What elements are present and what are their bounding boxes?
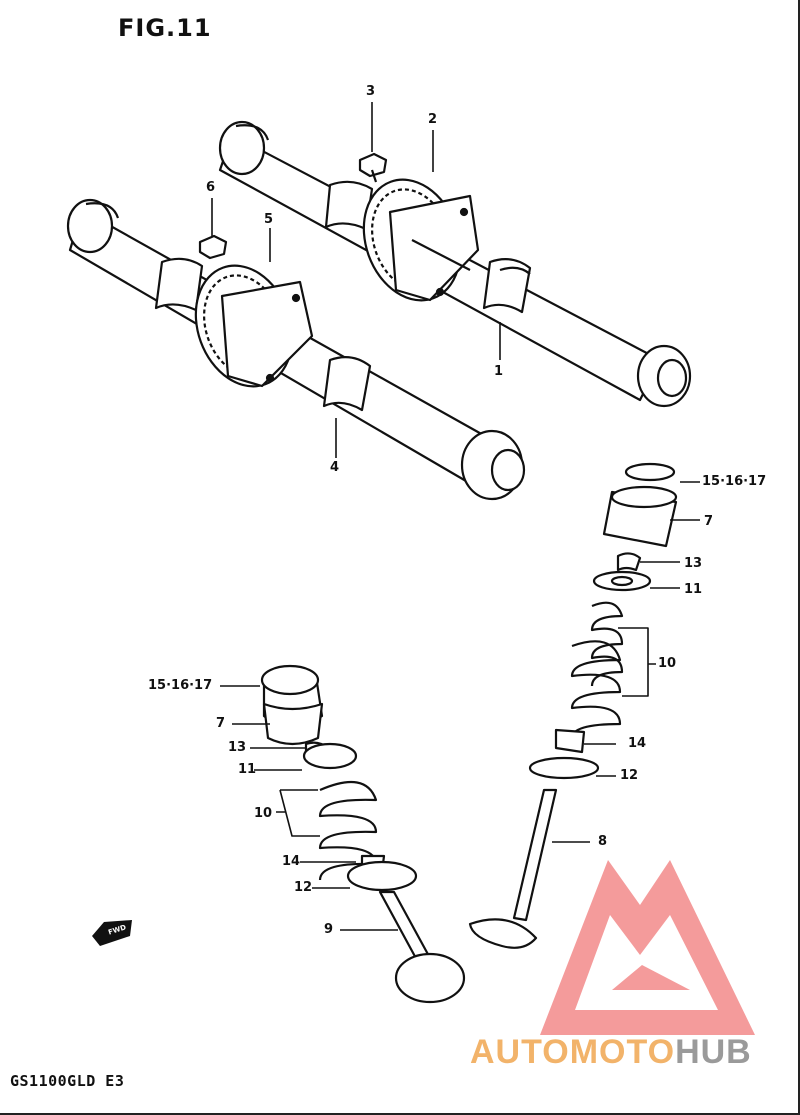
sprocket-bolt-6 [198,234,228,260]
cam-sprocket-intake [362,178,480,302]
watermark-logo [540,860,755,1035]
valve-assembly-right [468,462,678,949]
callout-11-left: 11 [238,762,257,777]
sprocket-bolt-3 [358,152,388,183]
callout-15-16-17-right: 15·16·17 [702,474,767,489]
callout-7-left: 7 [216,716,226,731]
callout-10-left: 10 [254,806,273,821]
model-code: GS1100GLD E3 [10,1072,125,1090]
watermark-text-hub: HUB [675,1033,752,1071]
forward-direction-arrow [92,920,132,946]
callout-1: 1 [494,364,504,379]
callout-12-right: 12 [620,768,639,783]
callout-6: 6 [206,180,216,195]
watermark-text: AUTOMOTOHUB [470,1033,752,1072]
valve-assembly-left [260,664,466,1004]
callout-13-left: 13 [228,740,247,755]
callout-14-left: 14 [282,854,301,869]
callout-7-right: 7 [704,514,714,529]
callout-4: 4 [330,460,340,475]
callout-13-right: 13 [684,556,703,571]
watermark-text-automoto: AUTOMOTO [470,1033,676,1071]
callout-14-right: 14 [628,736,647,751]
callout-8: 8 [598,834,608,849]
callout-11-right: 11 [684,582,703,597]
callout-9: 9 [324,922,334,937]
callout-12-left: 12 [294,880,313,895]
figure-title: FIG.11 [118,14,212,42]
callout-2: 2 [428,112,438,127]
cam-sprocket-exhaust [194,264,314,388]
callout-10-right: 10 [658,656,677,671]
callout-15-16-17-left: 15·16·17 [148,678,213,693]
callout-3: 3 [366,84,376,99]
callout-5: 5 [264,212,274,227]
